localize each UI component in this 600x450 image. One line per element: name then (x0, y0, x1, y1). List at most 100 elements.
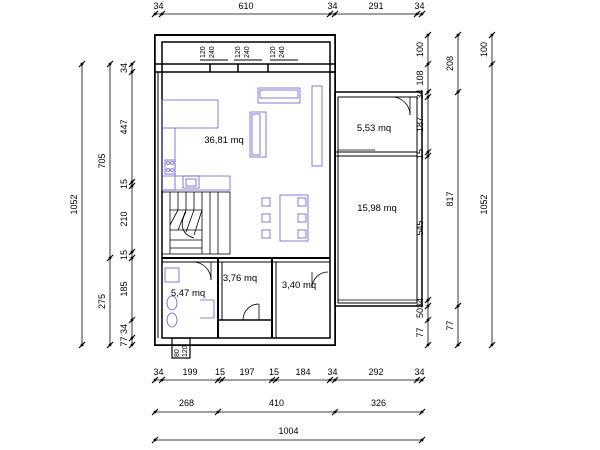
room-label-bath: 5,47 mq (171, 288, 205, 299)
right-dim-1-label: 100 (415, 42, 425, 57)
bottom-dim-1-tick-dot (216, 378, 220, 382)
bottom-dim-1-label: 199 (182, 367, 197, 377)
top-dim-tick-dot (415, 12, 419, 16)
right-dim-2-tick-dot (456, 33, 460, 37)
right-dim-1-label: 34 (415, 89, 425, 99)
bottom-dim-1-label: 15 (269, 367, 279, 377)
left-dim-1-tick-dot (130, 180, 134, 184)
top-dim-label: 34 (153, 1, 163, 11)
bottom-dim-1-label: 15 (215, 367, 225, 377)
left-dim-1-label: 447 (119, 119, 129, 134)
right-dim-2-tick-dot (456, 90, 460, 94)
right-dim-1-tick-dot (426, 90, 430, 94)
furniture (161, 85, 323, 328)
right-dim-2-tick-dot (456, 304, 460, 308)
left-dim-1-label: 15 (119, 250, 129, 260)
bottom-dim-1-label: 184 (295, 367, 310, 377)
right-dim-1-label: 545 (415, 220, 425, 235)
right-dim-2-tick-dot (456, 343, 460, 347)
room-label-closet: 3,40 mq (282, 280, 316, 291)
left-dim-1-tick-dot (130, 184, 134, 188)
right-dim-1-label: 187 (415, 117, 425, 132)
right-dim-1-tick-dot (426, 304, 430, 308)
bottom-dim-1-tick-dot (153, 378, 157, 382)
right-dim-total-tick-dot (490, 62, 494, 66)
right-dim-1-label: 50 (415, 308, 425, 318)
bottom-dim-2-label: 326 (371, 398, 386, 408)
top-dim-tick-dot (328, 12, 332, 16)
left-dim-2-label: 705 (97, 153, 107, 168)
window-label: 120 (270, 46, 277, 58)
right-dim-total-label: 1052 (479, 194, 489, 214)
top-dim-label: 610 (238, 1, 253, 11)
window-label: 240 (279, 46, 286, 58)
left-dim-1-tick-dot (130, 62, 134, 66)
right-dim-total-tick-dot (490, 343, 494, 347)
left-dim-total-label: 1052 (69, 194, 79, 214)
right-dim-1-tick-dot (426, 95, 430, 99)
left-dim-1-label: 210 (119, 211, 129, 226)
bottom-dim-3-tick-dot (420, 438, 424, 442)
right-dim-1-tick-dot (426, 298, 430, 302)
room-label-big-right: 15,98 mq (357, 203, 397, 214)
window-label: 80 (174, 349, 181, 357)
right-dim-1-tick-dot (426, 62, 430, 66)
left-dim-1-tick-dot (130, 70, 134, 74)
top-dim-label: 34 (327, 1, 337, 11)
top-dim-tick-dot (333, 12, 337, 16)
bottom-dim-2-label: 410 (269, 398, 284, 408)
bottom-dim-1-label: 34 (327, 367, 337, 377)
doors (192, 96, 417, 321)
room-label-hall: 3,76 mq (223, 273, 257, 284)
walls (154, 34, 423, 359)
bottom-dim-1-tick-dot (420, 378, 424, 382)
right-dim-2-label: 77 (445, 320, 455, 330)
bottom-dim-1-tick-dot (220, 378, 224, 382)
bottom-dim-1-tick-dot (270, 378, 274, 382)
window-label: 240 (244, 46, 251, 58)
left-dim-1-tick-dot (130, 256, 134, 260)
left-dim-1-label: 185 (119, 281, 129, 296)
right-dim-1-label: 34 (415, 298, 425, 308)
left-dim-total-tick-dot (80, 62, 84, 66)
window-label: 120 (182, 345, 189, 357)
right-dim-1-label: 77 (415, 327, 425, 337)
staircase (161, 191, 231, 255)
room-label-top-right: 5,53 mq (357, 123, 391, 134)
left-dim-1-tick-dot (130, 343, 134, 347)
bottom-dim-1-tick-dot (160, 378, 164, 382)
room-label-living: 36,81 mq (204, 135, 244, 146)
window-label: 240 (209, 46, 216, 58)
right-dim-total-tick-dot (490, 33, 494, 37)
top-dim-label: 34 (414, 1, 424, 11)
left-dim-1-label: 77 (119, 336, 129, 346)
left-dim-2-label: 275 (97, 294, 107, 309)
right-dim-total-label: 100 (479, 42, 489, 57)
left-dim-1-label: 34 (119, 63, 129, 73)
right-dim-2-label: 817 (445, 191, 455, 206)
bottom-dim-2-tick-dot (420, 410, 424, 414)
bottom-dim-2-label: 268 (179, 398, 194, 408)
top-dim-tick-dot (153, 12, 157, 16)
left-dim-total-tick-dot (80, 343, 84, 347)
bottom-dim-1-tick-dot (415, 378, 419, 382)
right-dim-2-label: 208 (445, 56, 455, 71)
bottom-dim-1-label: 292 (368, 367, 383, 377)
left-dim-2-tick-dot (108, 256, 112, 260)
left-dim-2-tick-dot (108, 343, 112, 347)
bottom-dim-3-label: 1004 (278, 426, 298, 436)
right-dim-1-tick-dot (426, 33, 430, 37)
right-dim-1-tick-dot (426, 318, 430, 322)
top-dim-tick-dot (420, 12, 424, 16)
top-windows (200, 59, 298, 72)
bottom-dim-1-tick-dot (333, 378, 337, 382)
left-dim-1-tick-dot (130, 250, 134, 254)
left-dim-2-tick-dot (108, 62, 112, 66)
top-dim-label: 291 (368, 1, 383, 11)
top-dim-tick-dot (160, 12, 164, 16)
right-dim-1-tick-dot (426, 343, 430, 347)
bottom-dim-2-tick-dot (153, 410, 157, 414)
window-label: 120 (235, 46, 242, 58)
left-dim-1-label: 34 (119, 324, 129, 334)
